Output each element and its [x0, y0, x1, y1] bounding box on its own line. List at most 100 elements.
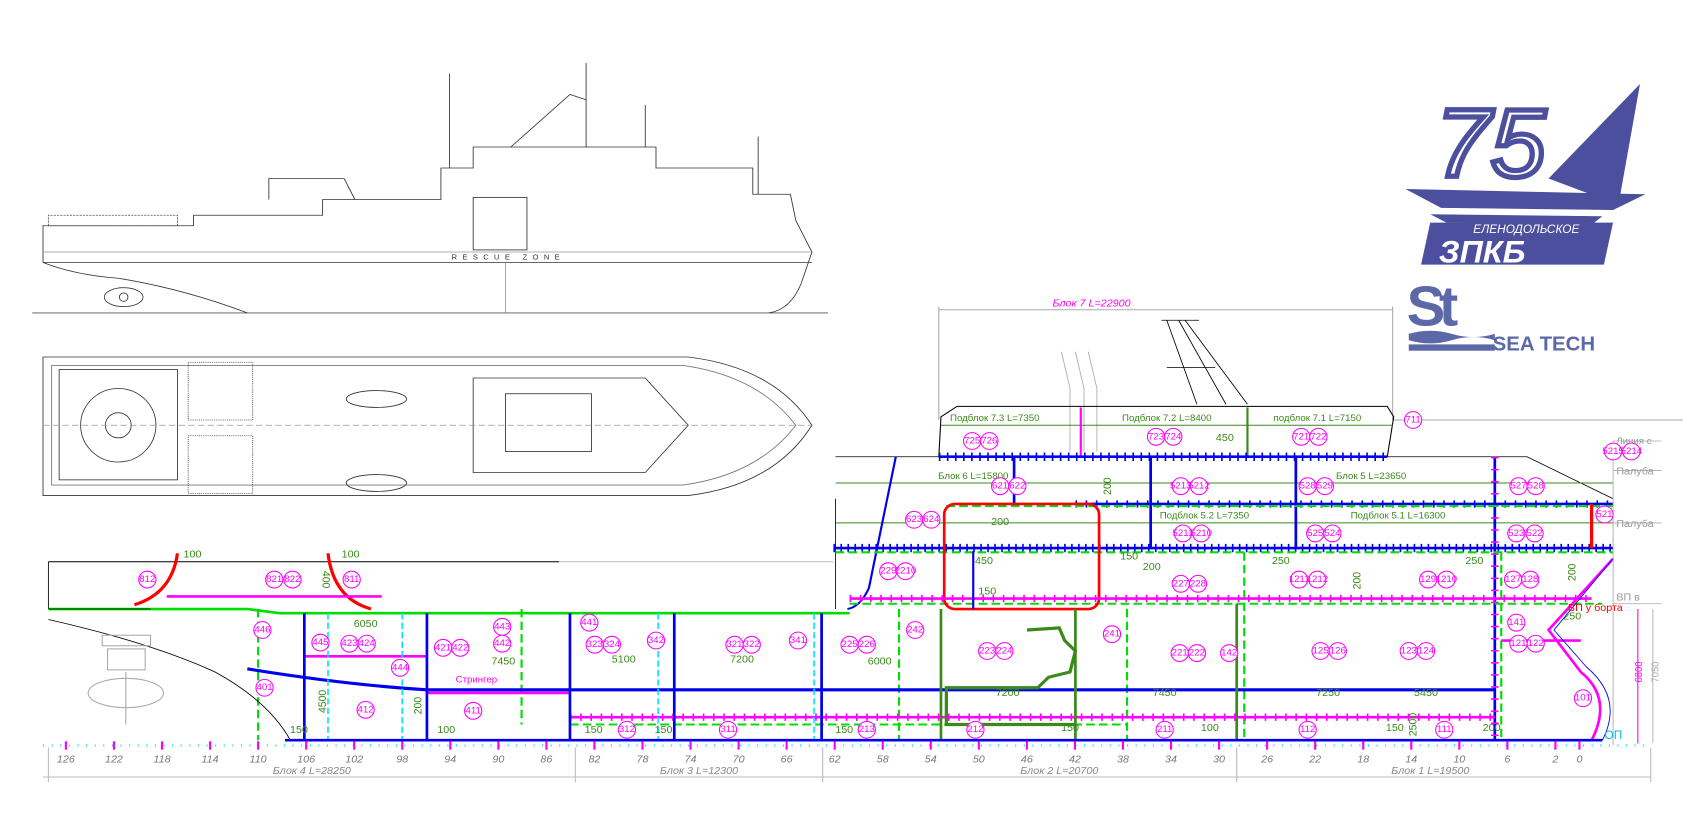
frame-number: 74 [685, 753, 697, 765]
part-circle [253, 621, 272, 639]
frame-number: 98 [396, 753, 408, 765]
part-number-badge: 1210 [1436, 570, 1457, 589]
frame-number: 102 [345, 753, 363, 765]
block-7-label: Блок 7 L=22900 [1052, 298, 1130, 310]
part-number-badge: 624 [922, 510, 941, 529]
logo-main-text: ЗПКБ [1439, 234, 1526, 270]
part-number: 128 [1522, 574, 1538, 585]
part-circle [1315, 477, 1335, 496]
part-number: 726 [981, 436, 997, 447]
part-number-badge: 423 [340, 634, 359, 653]
dimension-value: 200 [1102, 477, 1114, 495]
part-circle [646, 631, 666, 650]
block-6-label: Блок 6 L=15800 [938, 471, 1008, 482]
frame-number: 30 [1213, 753, 1225, 765]
subblock-7-1-label: подблок 7.1 L=7150 [1273, 413, 1361, 424]
part-number: 621 [992, 481, 1008, 492]
part-number: 5215 [1602, 446, 1624, 457]
part-number: 5211 [1173, 528, 1194, 539]
part-number: 522 [1527, 528, 1543, 539]
dimension-value: 250 [1465, 555, 1483, 567]
frame-number: 38 [1117, 753, 1129, 765]
part-circle [1521, 570, 1540, 589]
part-number: 401 [256, 682, 272, 693]
dimension-value: 150 [1061, 722, 1079, 734]
part-number-badge: 726 [980, 432, 999, 450]
height-6800: 6800 [1634, 662, 1645, 683]
part-number-badge: 311 [718, 720, 738, 739]
part-number: 121 [1510, 638, 1526, 649]
part-circle [602, 635, 622, 654]
part-circle [857, 635, 876, 654]
part-circle [1289, 570, 1309, 589]
part-number: 821 [266, 574, 282, 585]
part-number: 524 [1324, 528, 1341, 539]
part-number: 141 [1508, 617, 1524, 628]
part-number: 441 [581, 617, 597, 628]
waterline-side-label: ВП у борта [1568, 602, 1623, 614]
part-circle [906, 621, 925, 639]
part-number: 342 [648, 635, 664, 646]
part-number-badge: 129 [1418, 570, 1438, 589]
part-number-badge: 442 [493, 634, 512, 653]
part-circle [1595, 505, 1614, 524]
part-number: 322 [744, 639, 760, 650]
part-circle [788, 631, 808, 650]
part-number: 228 [1190, 578, 1206, 589]
dimension-value: 150 [978, 585, 996, 597]
part-number-badge: 5210 [1190, 524, 1212, 543]
part-number-badge: 2210 [895, 562, 916, 581]
part-number-badge: 142 [1220, 644, 1239, 663]
part-number-badge: 444 [390, 658, 410, 677]
part-circle [390, 658, 410, 677]
part-number-badge: 127 [1503, 570, 1523, 589]
part-circle [1192, 524, 1211, 543]
part-circle [1403, 411, 1423, 429]
part-number-badge: 5211 [1173, 524, 1194, 543]
block-2-label: Блок 2 L=20700 [1020, 765, 1098, 777]
part-number-badge: 525 [1306, 524, 1325, 543]
part-number: 421 [435, 642, 451, 653]
part-number: 221 [1172, 648, 1188, 659]
frame-number: 54 [925, 753, 937, 765]
part-number-badge: 521 [1595, 505, 1614, 524]
part-number: 324 [604, 639, 621, 650]
part-number: 127 [1505, 574, 1521, 585]
frame-number: 58 [877, 753, 889, 765]
part-number-badge: 722 [1309, 427, 1328, 446]
dimension-value: 150 [1120, 551, 1138, 563]
frame-number: 42 [1069, 753, 1081, 765]
part-number: 311 [720, 724, 735, 735]
part-circle [451, 638, 470, 657]
frame-number: 70 [733, 753, 745, 765]
dimension-value: 150 [1386, 722, 1404, 734]
part-circle [1603, 442, 1623, 461]
part-number-badge: 227 [1171, 574, 1190, 593]
part-number-badge: 128 [1521, 570, 1540, 589]
part-circle [1525, 524, 1544, 543]
dimension-value: 200 [1143, 561, 1161, 573]
logo-top-text: ЕЛЕНОДОЛЬСКОЕ [1473, 223, 1579, 236]
part-number-badge: 141 [1507, 613, 1526, 632]
part-number: 411 [465, 705, 480, 716]
part-number: 213 [859, 724, 875, 735]
frame-number: 114 [201, 753, 218, 765]
part-number-badge: 524 [1323, 524, 1342, 543]
frame-number: 18 [1357, 753, 1369, 765]
part-circle [1507, 613, 1526, 632]
part-circle [357, 634, 376, 653]
frame-number: 86 [540, 753, 552, 765]
part-number-badge: 111 [1435, 720, 1454, 739]
dimension-value: 200 [991, 516, 1009, 528]
frame-number: 90 [492, 753, 504, 765]
subblock-5-1-label: Подблок 5.1 L=16300 [1351, 511, 1446, 522]
part-number: 444 [392, 662, 409, 673]
part-number-badge: 112 [1298, 720, 1317, 739]
stringer-label: Стрингер [456, 675, 498, 686]
part-circle [896, 562, 915, 581]
part-number-badge: 721 [1292, 427, 1311, 446]
part-number-badge: 221 [1170, 644, 1189, 663]
part-number-badge: 621 [990, 477, 1010, 496]
part-number-badge: 445 [311, 633, 330, 652]
part-circle [1435, 720, 1454, 739]
